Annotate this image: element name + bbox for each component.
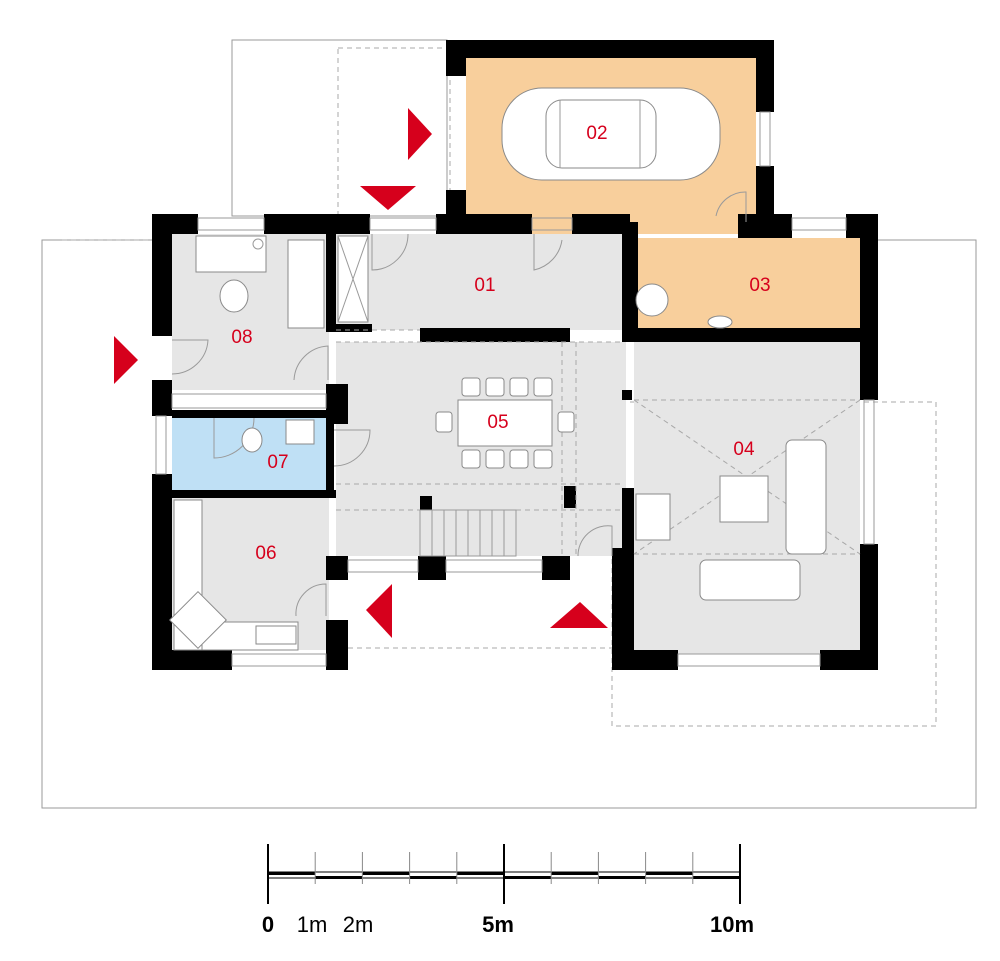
- entrance-markers: [114, 108, 608, 638]
- dining-table-icon: [457, 399, 553, 447]
- scale-segment: [362, 872, 410, 875]
- scale-segment: [268, 872, 316, 875]
- room-fills: [172, 58, 860, 654]
- room-label-03: 03: [749, 275, 770, 296]
- toilet-icon: [219, 279, 249, 313]
- scale-segment: [409, 876, 457, 879]
- scale-label-1m: 1m: [297, 912, 328, 937]
- room-label-05: 05: [487, 412, 508, 433]
- entrance-arrow-terrace-left: [366, 584, 392, 638]
- scale-segment: [315, 876, 363, 879]
- room-label-06: 06: [255, 543, 276, 564]
- stove-icon: [169, 591, 227, 649]
- room-label-04: 04: [733, 439, 755, 460]
- staircase: [419, 509, 517, 557]
- room-label-07: 07: [267, 452, 288, 473]
- windows: [155, 111, 875, 667]
- room-01-floor: [336, 234, 626, 330]
- fireplace-icon: [635, 493, 671, 541]
- walls: [152, 40, 878, 670]
- room-labels: 01 02 03 04 05 06 07 08: [231, 123, 770, 564]
- sofa-icon: [699, 559, 801, 601]
- scale-segment: [692, 876, 740, 879]
- scale-segment: [456, 872, 504, 875]
- sofa-icon: [785, 439, 827, 555]
- scale-label-2m: 2m: [343, 912, 374, 937]
- entrance-arrow-west: [114, 336, 138, 384]
- scale-segment: [598, 876, 646, 879]
- scale-label-5m: 5m: [482, 912, 514, 937]
- room-05-floor: [336, 342, 626, 556]
- room-label-01: 01: [474, 275, 495, 296]
- entrance-arrow-terrace-right: [550, 602, 608, 628]
- room-03-floor: [634, 238, 860, 330]
- scale-label-0: 0: [262, 912, 274, 937]
- doors: [171, 191, 747, 617]
- coffee-table-icon: [719, 475, 769, 523]
- scale-segment: [504, 876, 552, 879]
- furniture: [169, 87, 827, 651]
- scale-segment: [551, 872, 599, 875]
- car-icon: [501, 87, 721, 181]
- entrance-arrow-garage-top: [360, 186, 416, 210]
- room-label-08: 08: [231, 327, 252, 348]
- entrance-arrow-garage: [408, 108, 432, 160]
- scale-segment: [645, 872, 693, 875]
- room-label-02: 02: [586, 123, 607, 144]
- scale-bar: 0 1m 2m 5m 10m: [262, 844, 754, 937]
- scale-label-10m: 10m: [710, 912, 754, 937]
- sink-icon: [255, 625, 297, 645]
